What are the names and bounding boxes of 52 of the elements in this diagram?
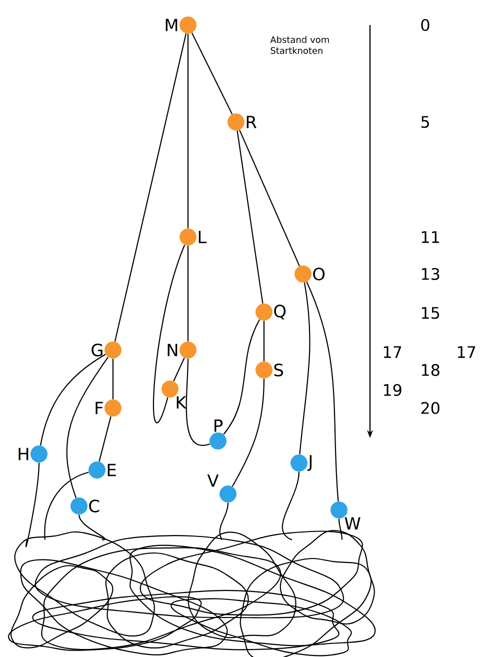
edge-line [153,244,186,423]
edge-line [187,246,189,342]
edge-line [98,416,112,462]
edge-line [239,130,300,266]
vertex-label: H [18,448,28,460]
edge-line [40,354,106,446]
edge-line [306,282,339,502]
edge-line [338,518,343,540]
vertex-label: G [92,344,102,356]
vertex-label: M [166,18,178,32]
edge-line [223,319,260,435]
distance-value: 19 [384,384,402,396]
distance-value: 17 [458,346,476,358]
vertex-label: N [168,344,178,356]
vertex-label: L [198,230,207,244]
vertex-label: V [207,474,219,487]
vertex-label: Q [274,304,286,320]
edge-line [173,358,185,382]
vertex-label: K [176,396,187,409]
vertex-label: O [313,268,325,280]
vertex-label: P [214,419,223,432]
distance-value: 0 [421,18,430,32]
edge-line [66,356,108,498]
vertex-label: C [89,500,100,512]
edge-line [299,282,310,454]
distance-value: 11 [422,231,439,243]
edge-line [187,34,189,228]
edge-line [263,320,265,362]
vertex-label: W [344,517,360,530]
vertex-label: E [108,464,116,476]
edge-line [236,130,264,304]
edge-line [232,378,265,487]
distance-value: 13 [422,268,440,280]
edge-line [186,358,210,446]
distance-value: 20 [421,402,440,414]
edge-line [191,32,233,114]
axis-caption: Abstand vom Startknoten [270,36,329,54]
vertex-label: F [96,402,103,414]
distance-value: 18 [422,364,440,376]
edge-line [114,33,187,342]
edge-line [112,358,114,400]
edge-line [78,514,106,540]
vertex-label: J [307,455,312,471]
vertex-label: R [246,116,256,128]
distance-value: 15 [422,307,440,319]
edge-line [44,472,89,540]
tangle-drawing [8,530,376,657]
distance-value: 5 [421,116,429,128]
vertex-label: S [274,364,283,376]
distance-value: 17 [384,346,402,358]
edge-line [26,462,40,546]
edge-line [282,472,300,540]
